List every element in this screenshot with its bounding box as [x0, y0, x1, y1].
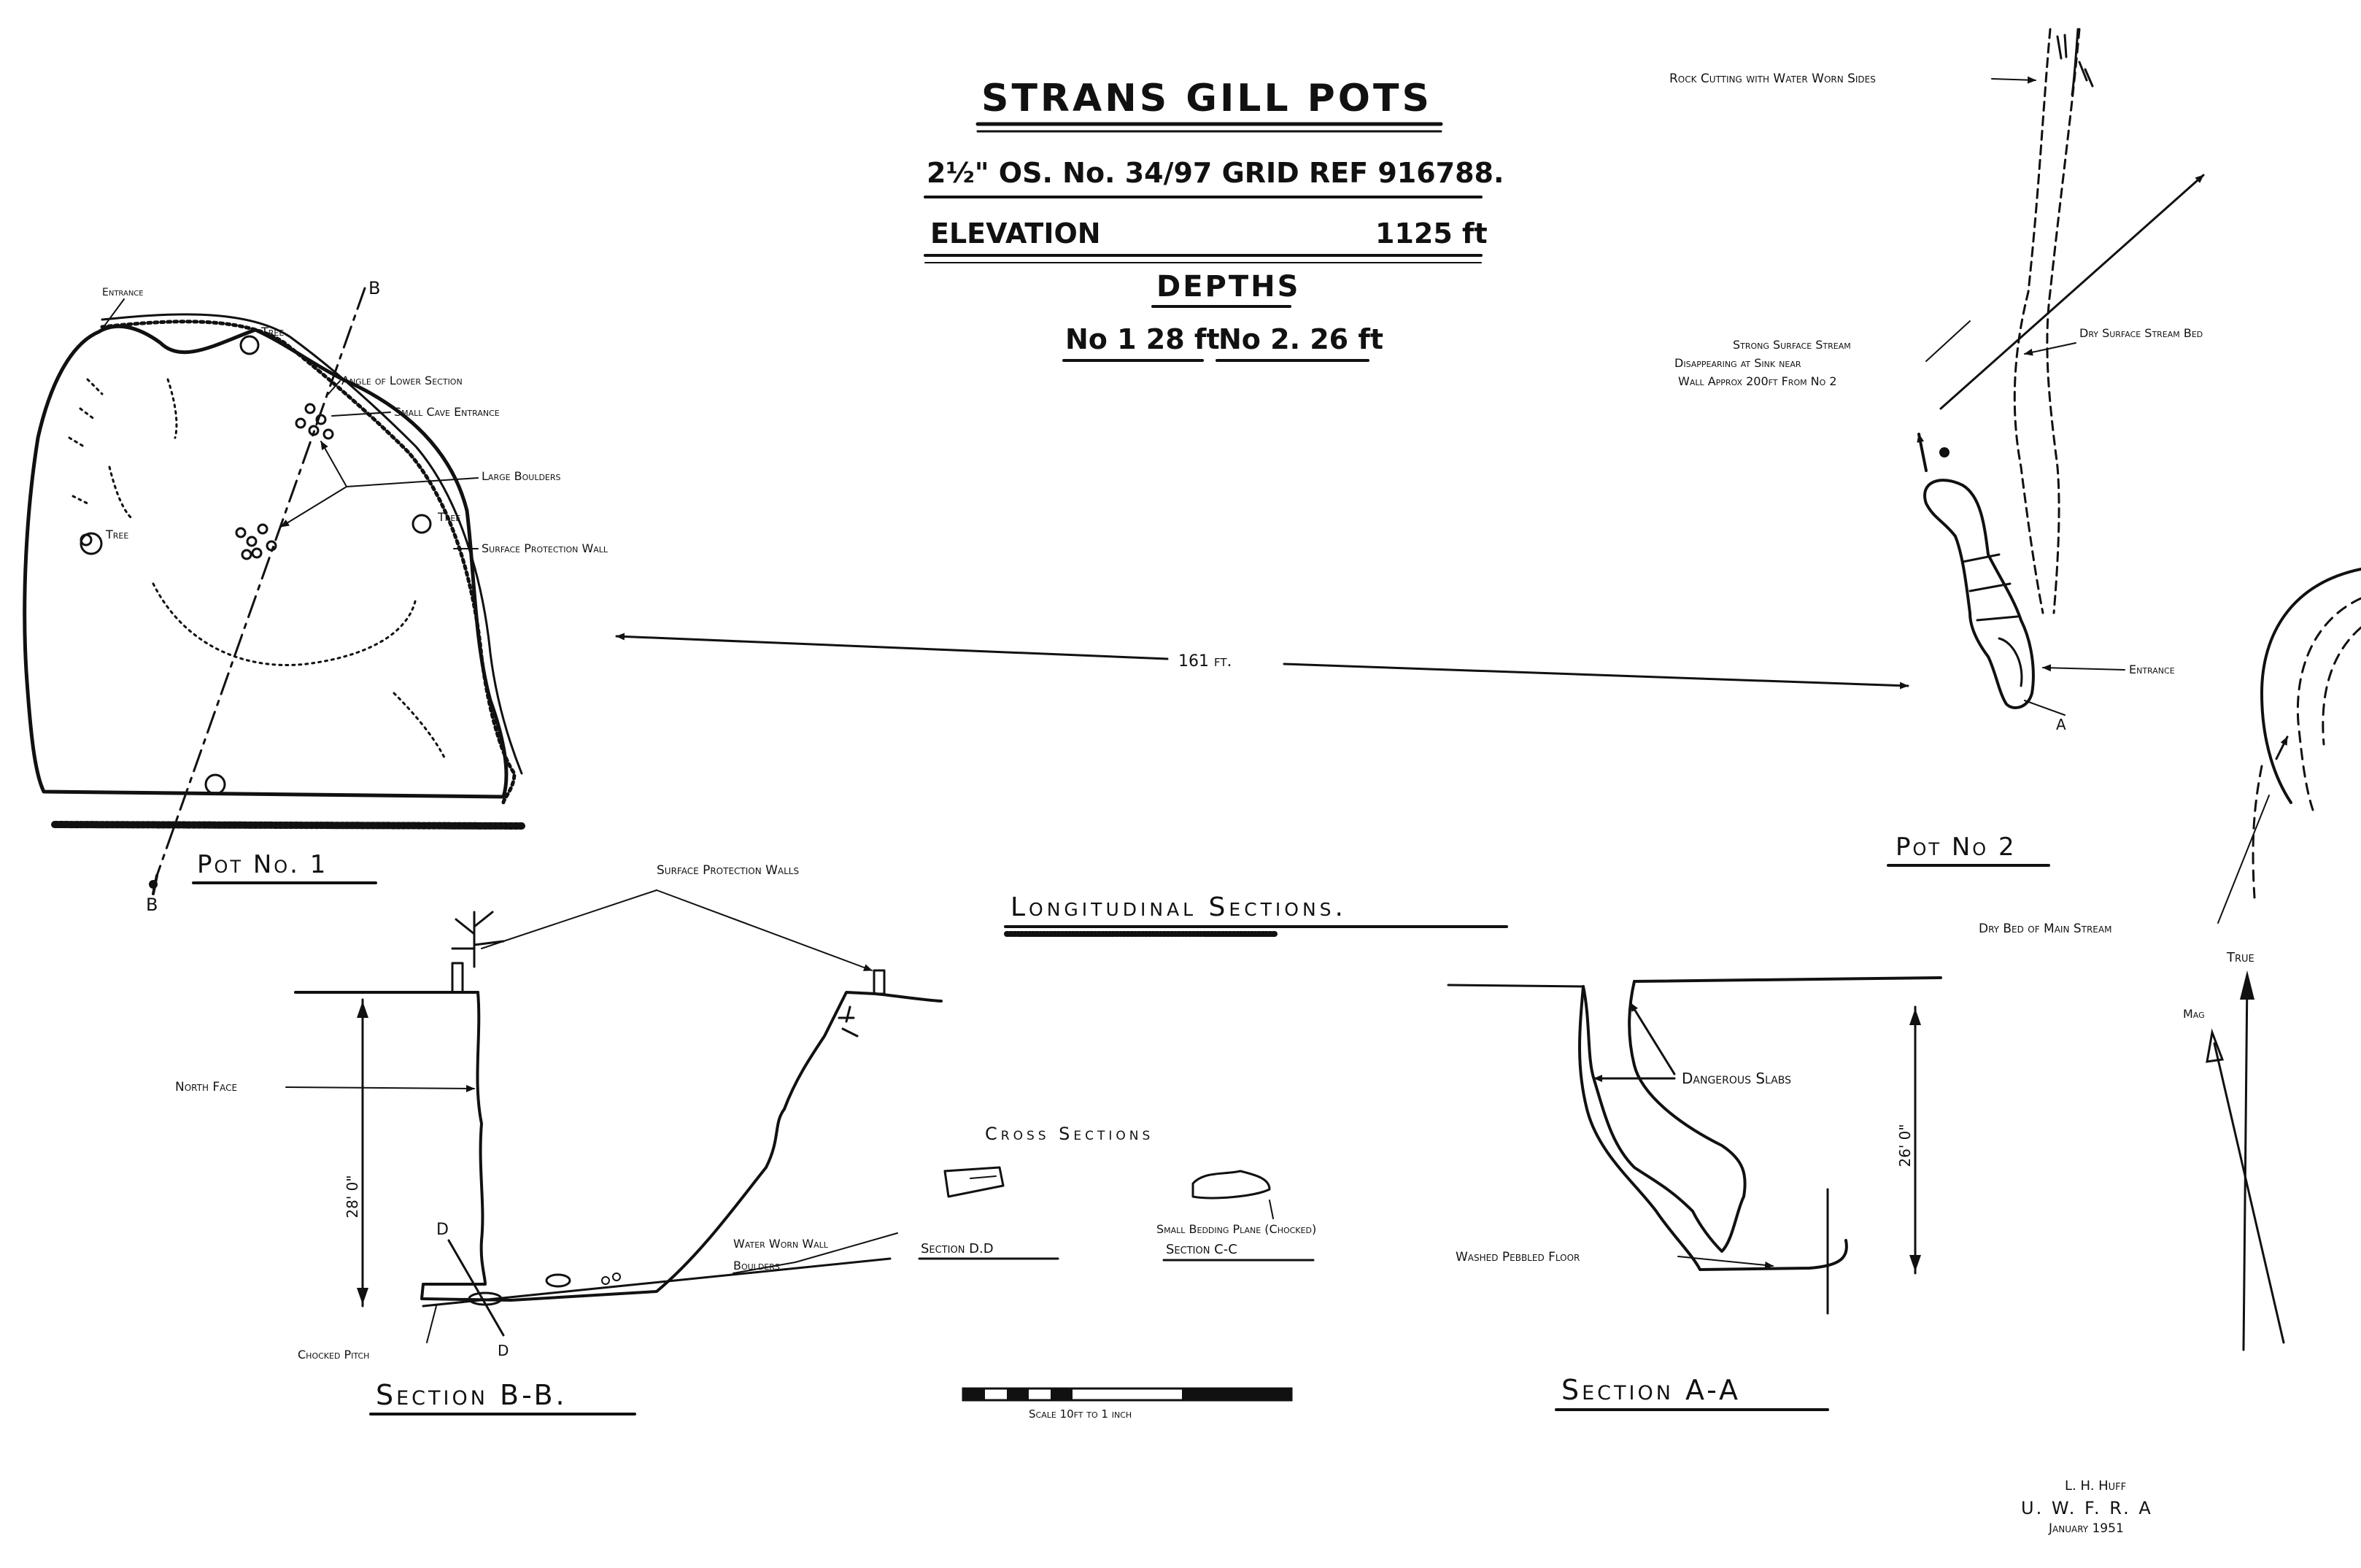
tree-icon [411, 514, 432, 534]
cross-sections-title: Cross Sections [985, 1124, 1154, 1144]
credit-block: L. H. Huff U. W. F. R. A January 1951 [2021, 1478, 2153, 1536]
water-worn-label-2: Boulders [733, 1259, 780, 1272]
map-reference: 2½" OS. No. 34/97 GRID REF 916788. [927, 157, 1504, 189]
surface-walls-label: Surface Protection Walls [657, 863, 799, 878]
section-bb-title: Section B-B. [376, 1379, 568, 1411]
section-dd-shape [943, 1166, 1005, 1198]
credit-organisation: U. W. F. R. A [2021, 1498, 2153, 1518]
dry-stream-label: Dry Surface Stream Bed [2079, 326, 2203, 340]
depths-label: DEPTHS [1156, 270, 1300, 304]
north-arrow: True Mag [2183, 950, 2285, 1351]
section-bb: Surface Protection Walls 28' 0" North Fa… [175, 863, 943, 1416]
section-cc-label: Section C-C [1166, 1242, 1237, 1257]
dangerous-slabs-label: Dangerous Slabs [1682, 1070, 1791, 1087]
distance-indicator: 161 ft. [615, 633, 1909, 690]
pot1-title: Pot No. 1 [197, 850, 328, 879]
depth-pot1: No 1 28 ft [1065, 323, 1220, 355]
washed-floor-label: Washed Pebbled Floor [1456, 1250, 1580, 1264]
marker-a: A [2056, 716, 2066, 733]
pot1-outline [23, 324, 509, 799]
marker-d-bottom: D [498, 1342, 509, 1359]
pot1-wall [100, 320, 517, 805]
section-aa-title: Section A-A [1561, 1374, 1741, 1406]
depth-pot2: No 2. 26 ft [1218, 323, 1383, 355]
tree-label: Tree [105, 528, 128, 541]
elevation-value: 1125 ft [1375, 217, 1488, 250]
strong-stream-label-2: Disappearing at Sink near [1674, 356, 1801, 370]
section-aa-profile [1582, 980, 1747, 1253]
small-bedding-label: Small Bedding Plane (Chocked) [1156, 1222, 1316, 1236]
north-mag-label: Mag [2183, 1007, 2205, 1021]
surface-wall-label: Surface Protection Wall [482, 541, 608, 555]
pot1-entrance-label: Entrance [102, 287, 144, 298]
credit-date: January 1951 [2048, 1521, 2124, 1536]
north-true-label: True [2226, 950, 2254, 965]
strong-stream-label-1: Strong Surface Stream [1733, 338, 1851, 352]
title-block: STRANS GILL POTS 2½" OS. No. 34/97 GRID … [924, 77, 1504, 362]
pot2-outline [1923, 479, 2035, 709]
long-sections-title: Longitudinal Sections. [1011, 892, 1347, 922]
small-cave-label: Small Cave Entrance [394, 405, 500, 419]
elevation-label: ELEVATION [930, 217, 1101, 250]
marker-d-top: D [436, 1221, 449, 1239]
cross-sections: Cross Sections Section D.D Small Bedding… [918, 1124, 1316, 1262]
marker-b-top: B [368, 278, 380, 298]
tree-label: Tree [260, 325, 284, 339]
section-cc-shape [1191, 1170, 1271, 1200]
depth-bb-label: 28' 0" [344, 1175, 361, 1218]
dry-bed-label: Dry Bed of Main Stream [1979, 922, 2111, 936]
scale-label: Scale 10ft to 1 inch [1029, 1407, 1132, 1421]
pot2-entrance-label: Entrance [2129, 663, 2175, 676]
distance-label: 161 ft. [1178, 652, 1232, 671]
title: STRANS GILL POTS [981, 77, 1432, 120]
large-boulders-label: Large Boulders [482, 469, 561, 483]
water-worn-label-1: Water Worn Wall [733, 1237, 829, 1251]
credit-author: L. H. Huff [2065, 1478, 2126, 1494]
section-bb-profile [420, 991, 943, 1302]
north-face-label: North Face [175, 1080, 237, 1094]
strong-stream-label-3: Wall Approx 200ft From No 2 [1678, 374, 1837, 388]
tree-icon [239, 335, 260, 355]
tree-label: Tree [437, 510, 460, 524]
pot1-plan: B B Entrance Tree Tree Tree Angle of Low… [23, 278, 608, 915]
pot2-title: Pot No 2 [1896, 833, 2017, 862]
pot2-plan: A Rock Cutting with Water Worn Sides Str… [1669, 28, 2361, 1351]
depth-aa-label: 26' 0" [1896, 1124, 1914, 1167]
angle-lower-section-label: Angle of Lower Section [341, 374, 463, 387]
section-dd-label: Section D.D [921, 1241, 994, 1256]
tree-icon [80, 532, 103, 555]
longitudinal-sections: Longitudinal Sections. [1004, 892, 1508, 937]
marker-b-bottom: B [146, 895, 158, 915]
rock-cutting-label: Rock Cutting with Water Worn Sides [1669, 72, 1876, 86]
scale-bar: Scale 10ft to 1 inch [962, 1387, 1293, 1421]
section-aa: Dangerous Slabs 26' 0" Washed Pebbled Fl… [1447, 976, 1942, 1411]
section-line-bb [155, 287, 366, 877]
choked-pitch-label: Chocked Pitch [298, 1348, 369, 1362]
